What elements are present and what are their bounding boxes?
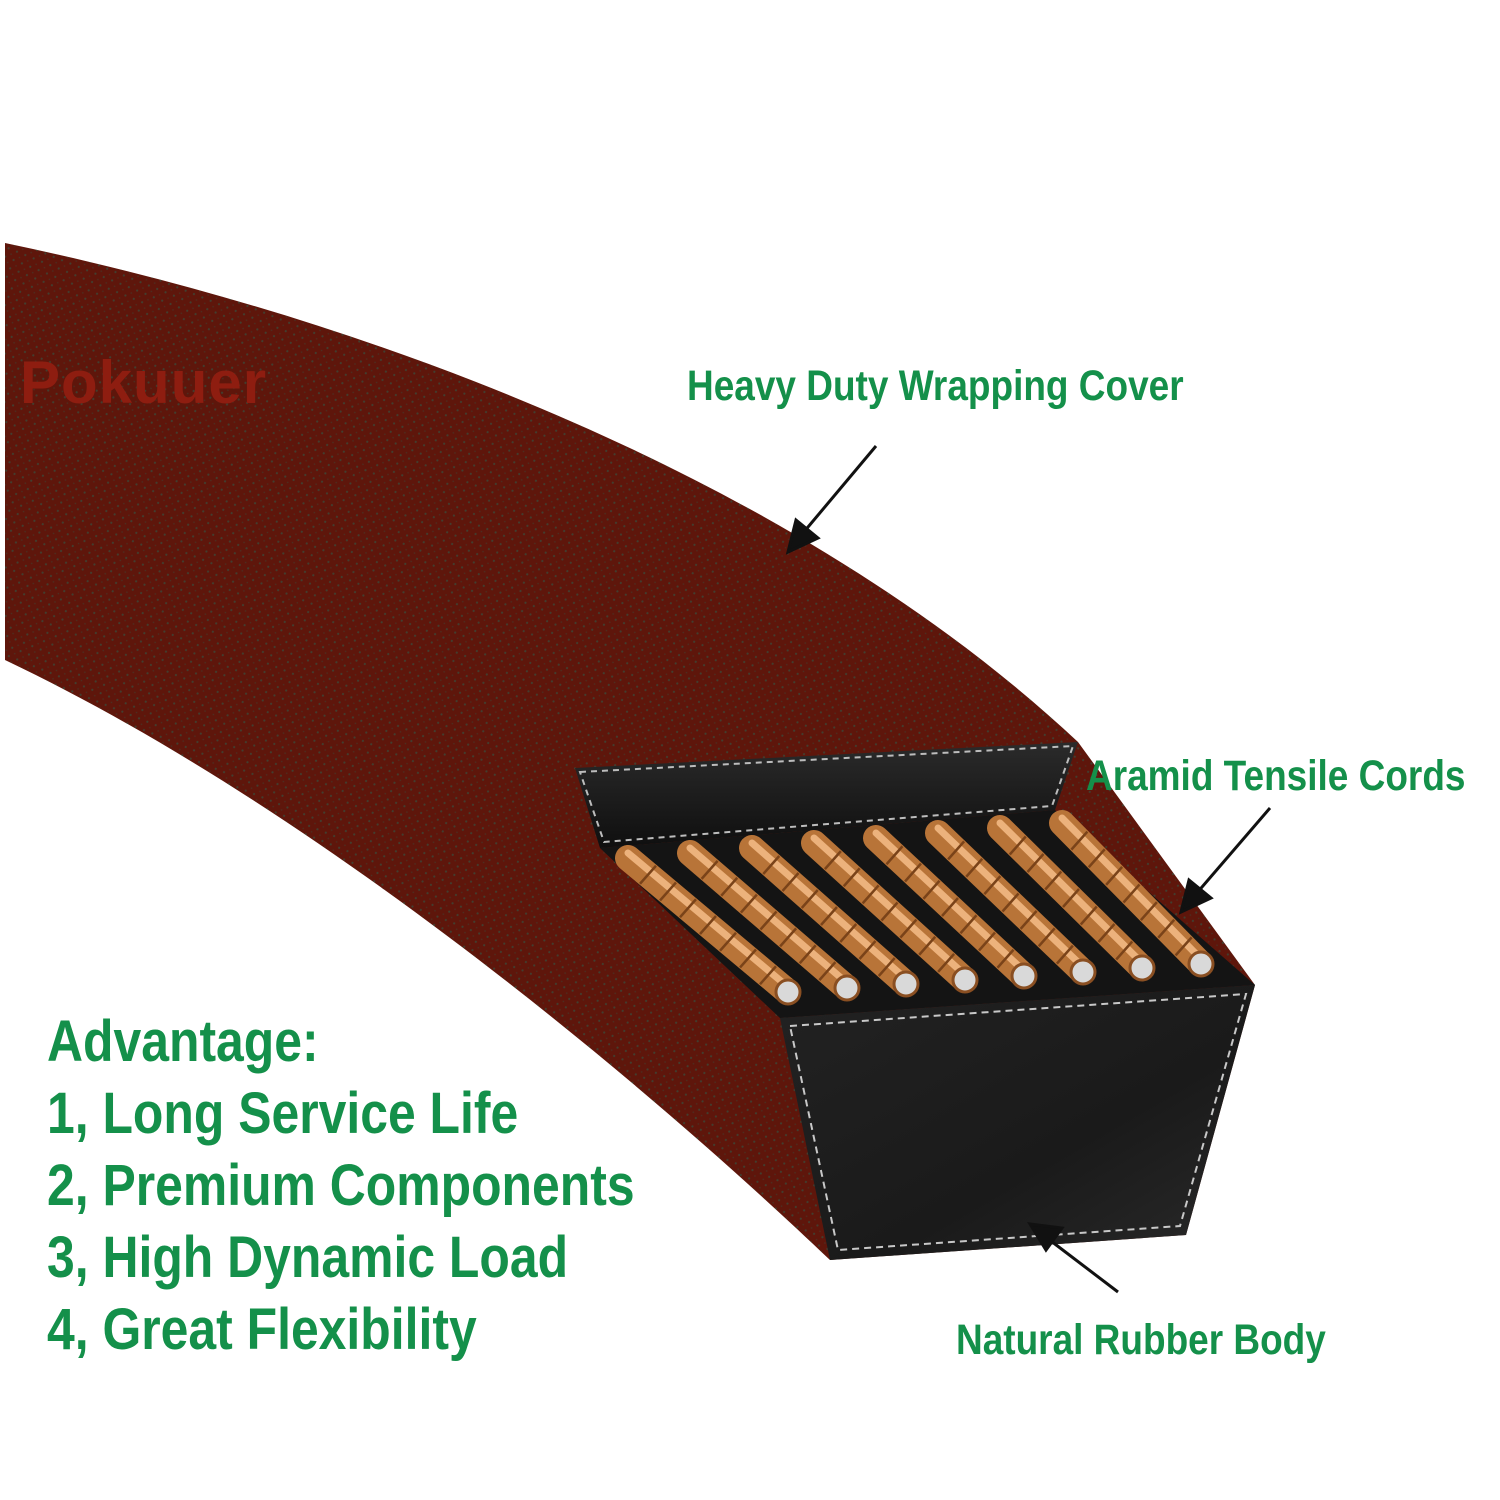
callout-rubber-body: Natural Rubber Body [956, 1316, 1326, 1364]
callout-tensile-cords: Aramid Tensile Cords [1086, 752, 1466, 800]
callout-wrapping-cover: Heavy Duty Wrapping Cover [687, 362, 1184, 410]
brand-watermark: Pokuuer [20, 349, 268, 416]
cords-arrow [1178, 807, 1272, 915]
cover-arrow [785, 445, 878, 555]
aramid-cord [1049, 810, 1215, 978]
rubber-arrow [1027, 1222, 1119, 1294]
advantage-item: 1, Long Service Life [47, 1081, 519, 1146]
aramid-cord [987, 815, 1156, 982]
rubber-body [780, 985, 1255, 1260]
belt-top-face [575, 742, 1078, 848]
advantages-title: Advantage: [47, 1009, 319, 1074]
aramid-cord [801, 830, 979, 994]
aramid-cord [615, 845, 802, 1006]
aramid-cord [863, 825, 1038, 990]
advantage-item: 2, Premium Components [47, 1153, 635, 1218]
cord-group [615, 810, 1215, 1006]
aramid-cord [925, 820, 1097, 986]
aramid-cord [677, 840, 861, 1002]
aramid-cord [739, 835, 920, 998]
advantage-item: 3, High Dynamic Load [47, 1225, 569, 1290]
advantage-item: 4, Great Flexibility [47, 1297, 477, 1362]
